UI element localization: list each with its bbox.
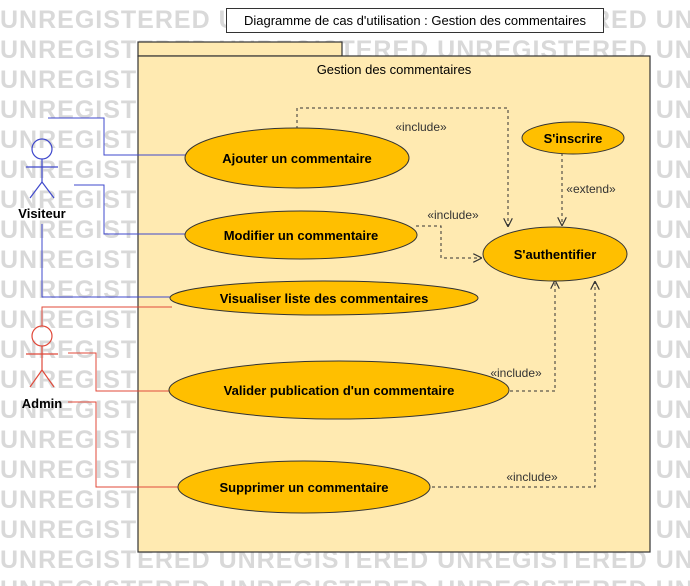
use-case-label: S'authentifier [514,247,597,262]
assoc-visiteur-ajouter [48,117,186,156]
assoc-admin-valider [68,352,172,392]
use-case-visualiser-shape [169,280,479,316]
assoc-visiteur-modifier [74,184,186,235]
actor-admin[interactable]: Admin [22,325,63,411]
use-case-label: Modifier un commentaire [224,228,379,243]
use-case-sauthentifier[interactable]: S'authentifier [482,226,628,282]
assoc-admin-supprimer [68,401,178,488]
diagram-title: Diagramme de cas d'utilisation : Gestion… [226,8,604,33]
include-label: «include» [490,366,542,380]
use-case-valider[interactable]: Valider publication d'un commentaire [168,360,510,420]
use-case-modifier[interactable]: Modifier un commentaire [184,210,418,260]
admin-associations [41,306,178,488]
actor-leg-left [29,369,43,388]
actor-leg-left [29,181,43,199]
actor-leg-right [41,181,55,199]
use-case-ajouter[interactable]: Ajouter un commentaire [184,127,410,189]
include-valider-auth [510,281,555,392]
include-label: «include» [427,208,479,222]
use-case-label: Supprimer un commentaire [219,480,388,495]
dependencies: «include» «include» «include» «include» … [296,107,616,488]
include-label: «include» [506,470,558,484]
include-ajouter-auth [296,107,508,226]
actor-visiteur[interactable]: Visiteur [18,138,66,221]
package-tab [137,41,343,57]
use-case-modifier-shape [184,210,418,260]
use-case-valider-shape [168,360,510,420]
use-case-label: Ajouter un commentaire [222,151,372,166]
use-case-sauthentifier-shape [482,226,628,282]
use-case-label: S'inscrire [544,131,603,146]
package-label: Gestion des commentaires [317,62,472,77]
use-case-label: Visualiser liste des commentaires [220,291,429,306]
use-case-sinscrire-shape [521,121,625,155]
actor-label: Visiteur [18,206,65,221]
use-case-supprimer-shape [177,460,431,514]
use-case-label: Valider publication d'un commentaire [224,383,455,398]
use-case-ajouter-shape [184,127,410,189]
visitor-associations [41,117,186,298]
extend-label: «extend» [566,182,616,196]
assoc-admin-visualiser [41,306,172,326]
use-case-supprimer[interactable]: Supprimer un commentaire [177,460,431,514]
include-modifier-auth [416,225,481,258]
actor-leg-right [41,369,55,388]
include-label: «include» [395,120,447,134]
actor-head [31,325,53,347]
assoc-visiteur-visualiser [41,224,172,298]
actor-label: Admin [22,396,63,411]
use-case-sinscrire[interactable]: S'inscrire [521,121,625,155]
use-case-visualiser[interactable]: Visualiser liste des commentaires [169,280,479,316]
include-supprimer-auth [432,282,595,488]
actor-head [31,138,53,160]
